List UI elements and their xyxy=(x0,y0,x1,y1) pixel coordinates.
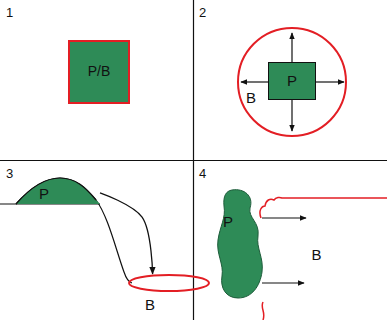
coast-outline xyxy=(260,197,387,218)
boundary-circle: BP xyxy=(237,27,347,137)
spread-arrow xyxy=(262,217,306,218)
panel-divider xyxy=(0,160,387,161)
mixed-zone-square: P/B xyxy=(68,40,130,104)
panel-number: 4 xyxy=(199,167,206,180)
node-outline xyxy=(16,176,100,204)
source-blob: P xyxy=(214,188,266,300)
target-ellipse: B xyxy=(128,274,210,292)
node-label: B xyxy=(145,297,155,314)
node-label: B xyxy=(311,247,321,264)
ellipse-outline xyxy=(129,275,209,291)
node-label: P/B xyxy=(88,64,111,79)
node-outline xyxy=(128,274,210,292)
panel-number: 2 xyxy=(199,6,206,19)
spread-arrow xyxy=(291,33,292,62)
hill-outline xyxy=(0,178,132,283)
spread-arrow xyxy=(262,282,304,283)
spread-arrow xyxy=(316,81,344,82)
node-label: P xyxy=(287,73,297,90)
square-outline xyxy=(69,41,129,103)
panel-number: 1 xyxy=(6,6,13,19)
panel-number: 3 xyxy=(6,167,13,180)
hill-outline xyxy=(16,178,96,204)
coast-outline xyxy=(262,302,264,320)
flow-arrow xyxy=(100,193,153,274)
patch-fill xyxy=(16,178,100,204)
box-outline xyxy=(269,63,316,100)
node-label: B xyxy=(246,90,256,107)
node-outline xyxy=(258,196,387,320)
spread-arrow xyxy=(291,100,292,131)
node-label: P xyxy=(223,214,233,231)
node-label: P xyxy=(39,186,49,203)
target-region: B xyxy=(258,196,387,320)
circle-outline xyxy=(238,28,346,136)
blob-outline xyxy=(218,190,263,298)
node-outline xyxy=(214,188,266,300)
spread-arrow xyxy=(241,81,268,82)
source-patch: P xyxy=(16,176,100,204)
source-box: P xyxy=(268,62,316,100)
